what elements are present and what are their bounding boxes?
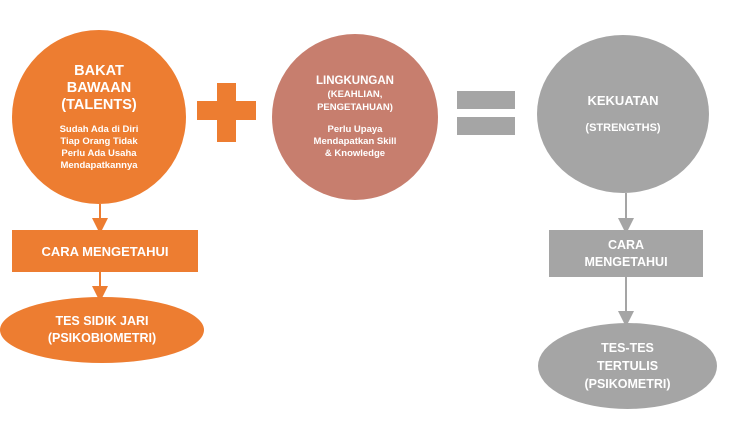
talents-title-line: BAKAT: [74, 62, 124, 79]
kekuatan-circle: KEKUATAN (STRENGTHS): [537, 35, 709, 193]
talents-title-line: (TALENTS): [61, 96, 137, 113]
talents-circle: BAKAT BAWAAN (TALENTS) Sudah Ada di Diri…: [12, 30, 186, 204]
talents-title: BAKAT BAWAAN (TALENTS): [61, 63, 136, 114]
lingkungan-title: LINGKUNGAN: [316, 75, 394, 87]
cara-mengetahui-right-line: MENGETAHUI: [584, 254, 668, 269]
talents-desc-line: Perlu Ada Usaha: [61, 147, 137, 159]
kekuatan-title: KEKUATAN: [587, 93, 659, 108]
equals-icon-top-bar: [457, 91, 515, 109]
talents-desc-line: Mendapatkannya: [60, 159, 138, 171]
lingkungan-circle: LINGKUNGAN (KEAHLIAN, PENGETAHUAN) Perlu…: [272, 34, 438, 200]
tes-sidik-jari-ellipse: TES SIDIK JARI (PSIKOBIOMETRI): [0, 297, 204, 363]
plus-icon-vertical: [217, 83, 236, 142]
kekuatan-subtitle: (STRENGTHS): [585, 122, 661, 134]
talents-desc-line: Tiap Orang Tidak: [60, 135, 138, 147]
lingkungan-subtitle: (KEAHLIAN,: [327, 89, 383, 100]
tes-sidik-jari-line: TES SIDIK JARI: [55, 314, 149, 328]
cara-mengetahui-right-box: CARA MENGETAHUI: [549, 230, 703, 277]
cara-mengetahui-right-label: CARA MENGETAHUI: [584, 237, 667, 271]
lingkungan-subtitle: PENGETAHUAN): [317, 102, 393, 113]
lingkungan-desc-line: Mendapatkan Skill: [313, 136, 397, 147]
cara-mengetahui-left-box: CARA MENGETAHUI: [12, 230, 198, 272]
equals-icon-bottom-bar: [457, 117, 515, 135]
tes-sidik-jari-label: TES SIDIK JARI (PSIKOBIOMETRI): [48, 313, 156, 347]
tes-tes-tertulis-line: TES-TES: [601, 341, 654, 355]
talents-description: Sudah Ada di Diri Tiap Orang Tidak Perlu…: [60, 124, 139, 172]
lingkungan-desc-line: Perlu Upaya: [327, 124, 383, 135]
tes-tes-tertulis-line: (PSIKOMETRI): [584, 377, 671, 391]
tes-tes-tertulis-ellipse: TES-TES TERTULIS (PSIKOMETRI): [538, 323, 717, 409]
tes-sidik-jari-line: (PSIKOBIOMETRI): [47, 331, 157, 345]
talents-title-line: BAWAAN: [66, 79, 132, 96]
tes-tes-tertulis-label: TES-TES TERTULIS (PSIKOMETRI): [584, 339, 670, 393]
talents-desc-line: Sudah Ada di Diri: [59, 123, 139, 135]
lingkungan-desc-line: & Knowledge: [324, 148, 386, 159]
cara-mengetahui-right-line: CARA: [607, 237, 645, 252]
tes-tes-tertulis-line: TERTULIS: [596, 359, 659, 373]
lingkungan-description: Perlu Upaya Mendapatkan Skill & Knowledg…: [314, 124, 397, 160]
cara-mengetahui-left-label: CARA MENGETAHUI: [41, 243, 169, 259]
